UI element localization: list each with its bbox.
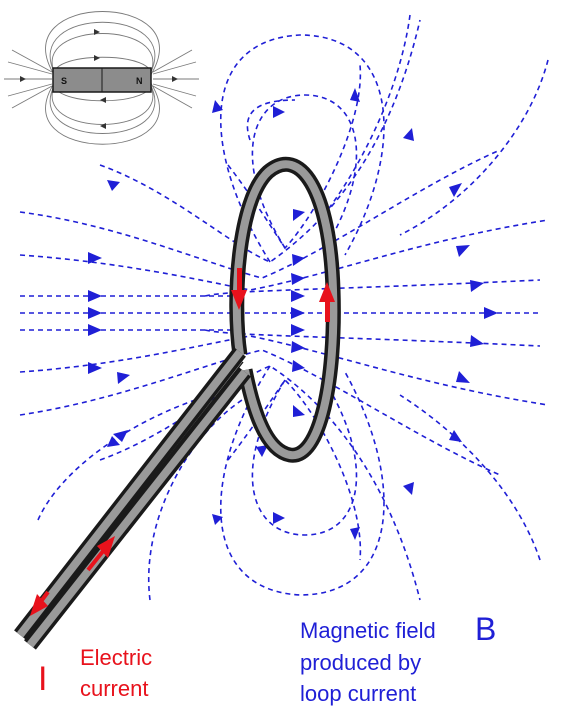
field-arrow <box>88 362 102 374</box>
field-arrow <box>456 371 470 383</box>
field-arrow <box>88 252 102 264</box>
inset-field-arrows <box>20 29 178 129</box>
field-arrow <box>107 436 120 447</box>
current-loop-wire <box>14 156 341 650</box>
field-arrow <box>449 183 462 197</box>
field-arrow <box>470 335 484 347</box>
field-label-line3: loop current <box>300 681 416 706</box>
field-arrow <box>88 324 102 336</box>
current-arrow-out <box>30 594 48 616</box>
field-arrow <box>291 324 305 336</box>
field-arrow <box>470 280 484 292</box>
field-arrow <box>291 290 305 302</box>
field-arrow <box>449 430 462 442</box>
current-label-line1: Electric <box>80 645 152 670</box>
field-arrow <box>291 341 305 353</box>
field-arrow <box>456 245 470 257</box>
current-arrow-shaft <box>237 268 242 294</box>
current-arrow-up <box>319 282 335 302</box>
field-label-line1: Magnetic field <box>300 618 436 643</box>
field-arrow <box>403 128 414 141</box>
field-symbol: B <box>475 611 496 647</box>
magnet-north-label: N <box>136 76 143 86</box>
current-arrow-down <box>231 290 247 310</box>
field-arrow <box>484 307 498 319</box>
field-arrow <box>350 527 360 540</box>
field-arrow <box>256 445 268 457</box>
current-symbol: I <box>38 660 47 698</box>
field-arrow <box>291 273 305 285</box>
field-arrow <box>117 372 130 384</box>
field-arrow <box>212 100 223 113</box>
magnet-south-label: S <box>61 76 67 86</box>
field-arrow <box>350 88 360 102</box>
field-arrow <box>293 209 305 221</box>
field-arrow <box>273 512 285 524</box>
magnetic-field-lines <box>19 14 549 601</box>
field-arrow <box>291 307 305 319</box>
bar-magnet-inset: S N <box>2 2 200 147</box>
field-arrow <box>293 405 305 417</box>
field-arrow <box>292 254 305 266</box>
field-label-line2: produced by <box>300 650 421 675</box>
current-arrow-shaft <box>325 300 330 322</box>
current-arrow-in <box>97 536 115 558</box>
current-arrows <box>30 268 335 616</box>
field-arrow <box>212 514 223 525</box>
field-arrow <box>292 360 305 372</box>
field-arrow <box>273 106 285 118</box>
field-arrow <box>113 430 128 442</box>
field-arrow <box>88 290 102 302</box>
field-arrow <box>88 307 102 319</box>
field-arrow <box>107 180 120 191</box>
field-arrow <box>403 482 414 495</box>
current-label-line2: current <box>80 676 148 701</box>
